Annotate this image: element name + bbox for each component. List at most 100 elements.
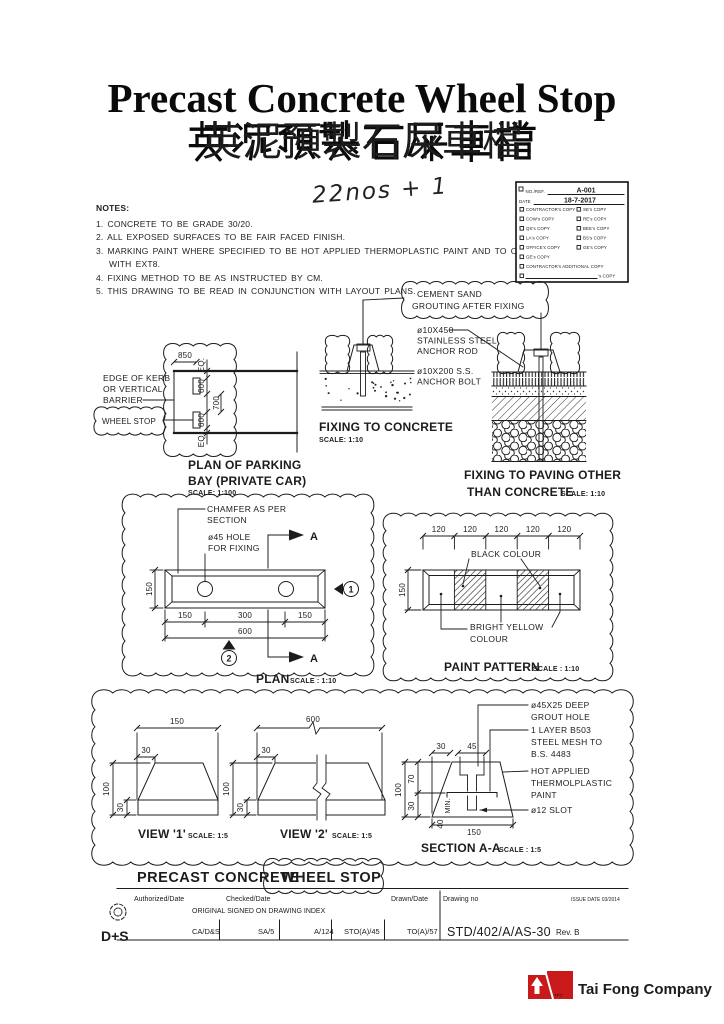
issue-date: ISSUE DATE 03/2014 (571, 897, 620, 903)
section-arrow-top: A (267, 529, 318, 569)
svg-text:30: 30 (141, 746, 151, 755)
svg-text:30: 30 (407, 801, 416, 811)
dim-eq-bottom: EQ. (197, 433, 206, 447)
view2-scale: SCALE: 1:5 (332, 833, 372, 840)
svg-text:OR VERTICAL: OR VERTICAL (103, 384, 163, 394)
svg-text:120: 120 (432, 525, 446, 534)
svg-text:100: 100 (394, 783, 403, 797)
stamp-no-ref-label: NO./REF. (526, 189, 545, 194)
slot-label: ø12 SLOT (531, 805, 573, 815)
view-indicator-2: 2 (221, 640, 237, 666)
view1-scale: SCALE: 1:5 (188, 833, 228, 840)
dim-600: 600 (197, 413, 206, 427)
svg-text:LA's COPY: LA's COPY (526, 236, 549, 241)
page-title-chinese-text: 英泥預製石屎車檔 (202, 120, 522, 164)
steel-mesh-label: 1 LAYER B503 (531, 725, 591, 735)
tai-fong-logo: TFC (528, 969, 573, 1000)
svg-text:120: 120 (495, 525, 509, 534)
stamp-date-label: DATE (519, 199, 531, 204)
section-aa-drawing: 30 45 100 70 30 MIN. 40 (394, 700, 612, 855)
parking-plan-caption: PLAN OF PARKING (188, 458, 301, 472)
fixing-to-paving-detail: FIXING TO PAVING OTHER THAN CONCRETE SCA… (464, 312, 621, 499)
view-1-drawing: 150 30 100 30 VIEW '1' SCALE: 1:5 (102, 717, 228, 841)
svg-text:150: 150 (170, 717, 184, 726)
views-panel: 150 30 100 30 VIEW '1' SCALE: 1:5 (91, 689, 634, 866)
titlebar-cloud-text: WHEEL STOP (281, 870, 381, 886)
svg-text:30: 30 (261, 746, 271, 755)
page-title: Precast Concrete Wheel Stop (107, 75, 617, 121)
svg-text:D+S: D+S (101, 928, 129, 944)
note-line: WITH EXT8. (109, 259, 161, 270)
titlebar-text: PRECAST CONCRETE (137, 870, 300, 886)
note-line: 2. ALL EXPOSED SURFACES TO BE FAIR FACED… (96, 232, 346, 243)
svg-text:150: 150 (398, 583, 407, 597)
ds-logo: D+S (101, 903, 129, 944)
svg-text:BS's COPY: BS's COPY (583, 236, 606, 241)
cell-authorized: CA/D&S (192, 927, 220, 936)
plan-detail-panel: CHAMFER AS PER SECTION ø45 HOLE FOR FIXI… (121, 493, 375, 686)
svg-text:QS's COPY: QS's COPY (526, 226, 550, 231)
stamp-date-value: 18-7-2017 (564, 198, 596, 205)
stamp-no-ref-value: A-001 (576, 188, 595, 195)
original-note: ORIGINAL SIGNED ON DRAWING INDEX (192, 908, 326, 915)
svg-text:30: 30 (236, 803, 245, 813)
view-indicator-1: 1 (334, 581, 359, 597)
svg-text:THAN CONCRETE: THAN CONCRETE (467, 485, 574, 499)
note-line: 4. FIXING METHOD TO BE AS INSTRUCTED BY … (96, 272, 323, 283)
grout-hole-label: ø45X25 DEEP (531, 700, 590, 710)
svg-text:TFC: TFC (554, 993, 563, 998)
svg-text:'s COPY: 's COPY (598, 274, 615, 279)
svg-text:MIN.: MIN. (445, 799, 452, 814)
approval-stamp: NO./REF. A-001 DATE 18-7-2017 CONTRACTOR… (515, 181, 629, 283)
svg-text:ANCHOR BOLT: ANCHOR BOLT (417, 377, 481, 387)
svg-text:2: 2 (226, 654, 231, 664)
note-line: 1. CONCRETE TO BE GRADE 30/20. (96, 219, 253, 229)
svg-text:GROUT HOLE: GROUT HOLE (531, 712, 590, 722)
svg-text:150: 150 (145, 582, 154, 596)
svg-text:1: 1 (348, 585, 353, 595)
title-block: PRECAST CONCRETE WHEEL STOP Authorized/D… (101, 858, 629, 944)
col-drawn: Drawn/Date (391, 896, 428, 903)
checkbox (518, 186, 524, 192)
chamfer-label: CHAMFER AS PER (207, 504, 286, 514)
wheel-stop-plan-symbol (192, 377, 201, 395)
view2-caption: VIEW '2' (280, 827, 328, 841)
cell: TO(A)/57 (407, 927, 438, 936)
hole-label: ø45 HOLE (208, 532, 251, 542)
fixing-paving-caption: FIXING TO PAVING OTHER (464, 468, 621, 482)
svg-text:A: A (310, 653, 318, 665)
svg-text:30: 30 (116, 803, 125, 813)
company-name: Tai Fong Company (578, 981, 713, 998)
fixing-hole (278, 581, 294, 597)
svg-text:120: 120 (557, 525, 571, 534)
grouting-label: CEMENT SAND (417, 289, 482, 299)
svg-text:OFFICE's COPY: OFFICE's COPY (526, 245, 560, 250)
svg-text:BAY (PRIVATE CAR): BAY (PRIVATE CAR) (188, 474, 306, 488)
dim-700: 700 (212, 396, 221, 410)
svg-text:150: 150 (298, 611, 312, 620)
cell: STO(A)/45 (344, 927, 380, 936)
company-logo: TFC Tai Fong Company (528, 969, 713, 1000)
svg-text:THERMOLPLASTIC: THERMOLPLASTIC (531, 778, 612, 788)
plan-of-parking-bay: 850 EQ. 600 600 EQ. 700 EDGE OF KERB OR … (93, 343, 306, 497)
revision: Rev. B (556, 928, 579, 937)
fixing-to-concrete-detail: CEMENT SAND GROUTING AFTER FIXING ø10X45… (319, 281, 549, 444)
view1-caption: VIEW '1' (138, 827, 186, 841)
section-scale: SCALE : 1:5 (499, 847, 541, 854)
svg-text:600: 600 (306, 715, 320, 724)
svg-text:600: 600 (238, 627, 252, 636)
svg-text:STEEL MESH TO: STEEL MESH TO (531, 737, 602, 747)
svg-text:SE's COPY: SE's COPY (583, 207, 606, 212)
soil-dots (324, 377, 412, 402)
plan-caption: PLAN (256, 672, 289, 686)
edge-of-kerb-label: EDGE OF KERB (103, 373, 170, 383)
svg-text:BEE's COPY: BEE's COPY (583, 226, 609, 231)
svg-text:STAINLESS STEEL: STAINLESS STEEL (417, 336, 497, 346)
svg-text:45: 45 (467, 742, 477, 751)
svg-text:B.S. 4483: B.S. 4483 (531, 749, 571, 759)
svg-text:150: 150 (178, 611, 192, 620)
svg-text:GE's COPY: GE's COPY (526, 255, 550, 260)
svg-text:300: 300 (238, 611, 252, 620)
note-line: 5. THIS DRAWING TO BE READ IN CONJUNCTIO… (96, 285, 416, 296)
